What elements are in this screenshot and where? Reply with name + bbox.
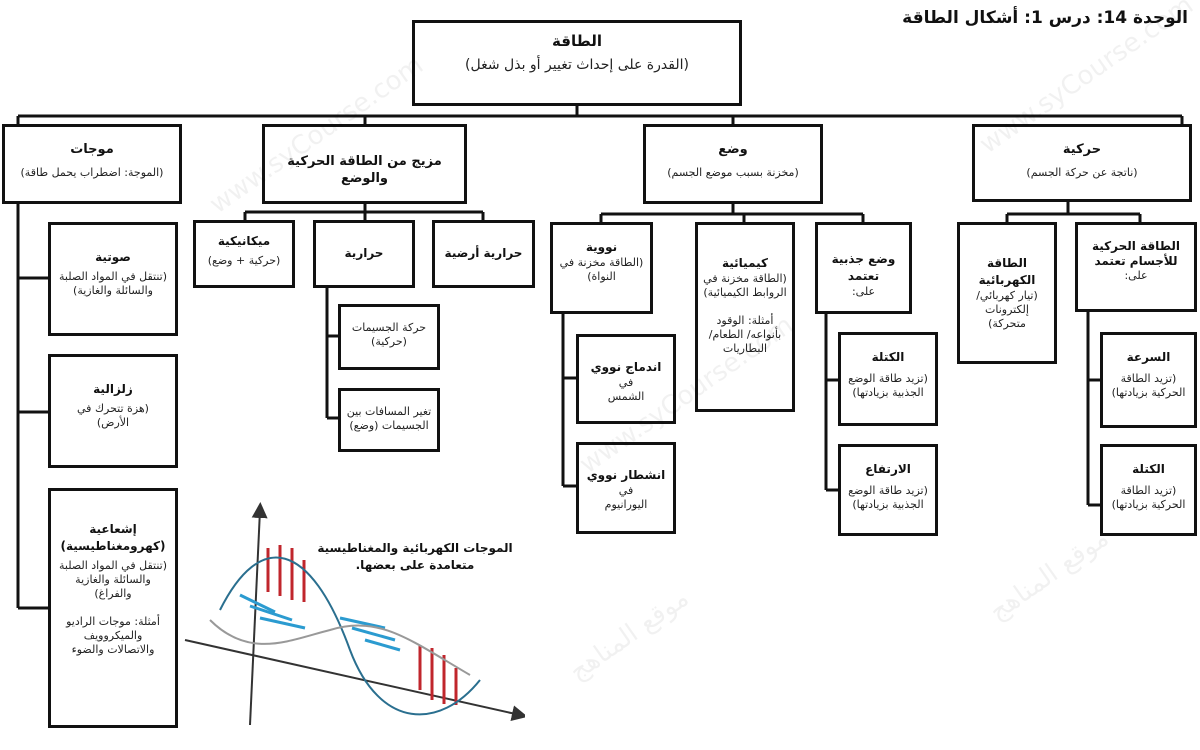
kinetic-objects-subtitle: على: bbox=[1124, 269, 1148, 282]
chemical-box: كيميائية (الطاقة مخزنة في الروابط الكيمي… bbox=[695, 222, 795, 412]
radiant-box: إشعاعية (كهرومغناطيسية) (تنتقل في المواد… bbox=[48, 488, 178, 728]
seismic-title: زلزالية bbox=[93, 382, 133, 396]
em-wave-caption: الموجات الكهربائية والمغناطيسية متعامدة … bbox=[317, 541, 513, 572]
waves-title: موجات bbox=[70, 142, 114, 157]
kinetic-objects-box: الطاقة الحركية للأجسام تعتمد على: bbox=[1075, 222, 1197, 312]
particle-distance-box: تغير المسافات بين الجسيمات (وضع) bbox=[338, 388, 440, 452]
fusion-subtitle: في الشمس bbox=[607, 376, 645, 403]
nuclear-title: نووية bbox=[585, 240, 618, 254]
chemical-subtitle: (الطاقة مخزنة في الروابط الكيميائية) أمث… bbox=[703, 272, 787, 355]
sound-box: صوتية (تنتقل في المواد الصلبة والسائلة و… bbox=[48, 222, 178, 336]
kinetic-mass-subtitle: (تزيد الطاقة الحركية بزيادتها) bbox=[1111, 484, 1186, 511]
fission-title: انشطار نووي bbox=[586, 468, 666, 482]
radiant-title: إشعاعية (كهرومغناطيسية) bbox=[60, 522, 166, 553]
gravity-mass-box: الكتلة (تزيد طاقة الوضع الجذبية بزيادتها… bbox=[838, 332, 938, 426]
mixed-title: مزيج من الطاقة الحركية والوضع bbox=[287, 154, 442, 186]
potential-subtitle: (مخزنة بسبب موضع الجسم) bbox=[667, 166, 799, 179]
speed-title: السرعة bbox=[1126, 350, 1171, 364]
gravitational-title: وضع جذبية تعتمد bbox=[831, 252, 896, 283]
potential-title: وضع bbox=[718, 142, 748, 157]
thermal-title: حرارية bbox=[344, 246, 384, 260]
gravity-mass-title: الكتلة bbox=[871, 350, 905, 364]
geothermal-title: حرارية أرضية bbox=[444, 246, 523, 260]
kinetic-mass-box: الكتلة (تزيد الطاقة الحركية بزيادتها) bbox=[1100, 444, 1197, 536]
root-subtitle: (القدرة على إحداث تغيير أو بذل شغل) bbox=[465, 57, 689, 73]
gravitational-subtitle: على: bbox=[851, 285, 876, 298]
waves-box: موجات (الموجة: اضطراب يحمل طاقة) bbox=[2, 124, 182, 204]
seismic-box: زلزالية (هزة تتحرك في الأرض) bbox=[48, 354, 178, 468]
height-title: الارتفاع bbox=[865, 462, 911, 476]
em-wave-illustration bbox=[184, 502, 525, 726]
gravitational-box: وضع جذبية تعتمد على: bbox=[815, 222, 912, 314]
kinetic-objects-title: الطاقة الحركية للأجسام تعتمد bbox=[1091, 239, 1180, 268]
particle-motion-box: حركة الجسيمات (حركية) bbox=[338, 304, 440, 370]
radiant-subtitle: (تنتقل في المواد الصلبة والسائلة والغازي… bbox=[58, 559, 167, 656]
nuclear-subtitle: (الطاقة مخزنة في النواة) bbox=[559, 256, 644, 283]
electrical-energy-box: الطاقة الكهربائية (تيار كهربائي/ إلكترون… bbox=[957, 222, 1057, 364]
speed-subtitle: (تزيد الطاقة الحركية بزيادتها) bbox=[1111, 372, 1186, 399]
mechanical-title: ميكانيكية bbox=[217, 234, 271, 248]
geothermal-box: حرارية أرضية bbox=[432, 220, 535, 288]
thermal-box: حرارية bbox=[313, 220, 415, 288]
fusion-box: اندماج نووي في الشمس bbox=[576, 334, 676, 424]
kinetic-subtitle: (ناتجة عن حركة الجسم) bbox=[1026, 166, 1138, 179]
gravity-mass-subtitle: (تزيد طاقة الوضع الجذبية بزيادتها) bbox=[848, 372, 928, 399]
fission-subtitle: في اليورانيوم bbox=[604, 484, 648, 511]
mechanical-box: ميكانيكية (حركية + وضع) bbox=[193, 220, 295, 288]
electric-field-arrows bbox=[266, 545, 458, 705]
electrical-subtitle: (تيار كهربائي/ إلكترونات متحركة) bbox=[976, 289, 1038, 330]
root-title: الطاقة bbox=[552, 32, 602, 50]
height-subtitle: (تزيد طاقة الوضع الجذبية بزيادتها) bbox=[848, 484, 928, 511]
particle-motion-text: حركة الجسيمات (حركية) bbox=[351, 321, 427, 348]
kinetic-mass-title: الكتلة bbox=[1132, 462, 1165, 476]
nuclear-box: نووية (الطاقة مخزنة في النواة) bbox=[550, 222, 653, 314]
chemical-title: كيميائية bbox=[721, 256, 768, 270]
sound-title: صوتية bbox=[95, 250, 131, 264]
mixed-box: مزيج من الطاقة الحركية والوضع bbox=[262, 124, 467, 204]
kinetic-title: حركية bbox=[1062, 142, 1102, 157]
waves-subtitle: (الموجة: اضطراب يحمل طاقة) bbox=[20, 166, 164, 179]
electrical-title: الطاقة الكهربائية bbox=[978, 256, 1036, 287]
magnetic-field-arrows bbox=[239, 593, 401, 652]
root-energy-box: الطاقة (القدرة على إحداث تغيير أو بذل شغ… bbox=[412, 20, 742, 106]
speed-box: السرعة (تزيد الطاقة الحركية بزيادتها) bbox=[1100, 332, 1197, 428]
sound-subtitle: (تنتقل في المواد الصلبة والسائلة والغازي… bbox=[58, 270, 167, 297]
kinetic-box: حركية (ناتجة عن حركة الجسم) bbox=[972, 124, 1192, 202]
page-title: الوحدة 14: درس 1: أشكال الطاقة bbox=[902, 8, 1188, 28]
fission-box: انشطار نووي في اليورانيوم bbox=[576, 442, 676, 534]
fusion-title: اندماج نووي bbox=[590, 360, 662, 374]
potential-box: وضع (مخزنة بسبب موضع الجسم) bbox=[643, 124, 823, 204]
particle-distance-text: تغير المسافات بين الجسيمات (وضع) bbox=[346, 405, 432, 432]
height-box: الارتفاع (تزيد طاقة الوضع الجذبية بزيادت… bbox=[838, 444, 938, 536]
mechanical-subtitle: (حركية + وضع) bbox=[207, 254, 281, 267]
seismic-subtitle: (هزة تتحرك في الأرض) bbox=[77, 402, 149, 429]
